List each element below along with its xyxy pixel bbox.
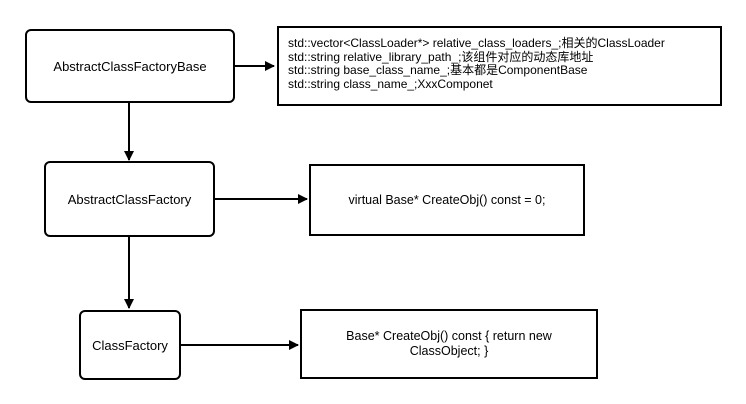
abstract-class-factory-label: AbstractClassFactory (67, 191, 192, 207)
abstract-method-note: virtual Base* CreateObj() const = 0; (309, 164, 585, 236)
abstract-class-factory-node: AbstractClassFactory (44, 161, 215, 237)
abstract-method-text: virtual Base* CreateObj() const = 0; (348, 192, 546, 207)
abstract-class-factory-base-label: AbstractClassFactoryBase (53, 58, 207, 74)
base-member-library-path: std::string relative_library_path_;该组件对应… (288, 49, 594, 64)
abstract-class-factory-base-node: AbstractClassFactoryBase (25, 29, 235, 103)
base-members-note: std::vector<ClassLoader*> relative_class… (277, 26, 722, 106)
base-member-class-loaders: std::vector<ClassLoader*> relative_class… (288, 36, 665, 50)
concrete-method-note: Base* CreateObj() const { return new Cla… (300, 309, 598, 379)
concrete-method-text: Base* CreateObj() const { return new Cla… (346, 329, 552, 358)
class-factory-node: ClassFactory (79, 310, 181, 380)
base-member-base-class-name: std::string base_class_name_;基本都是Compone… (288, 63, 588, 78)
class-factory-label: ClassFactory (92, 337, 168, 353)
base-member-class-name: std::string class_name_;XxxComponet (288, 76, 493, 91)
